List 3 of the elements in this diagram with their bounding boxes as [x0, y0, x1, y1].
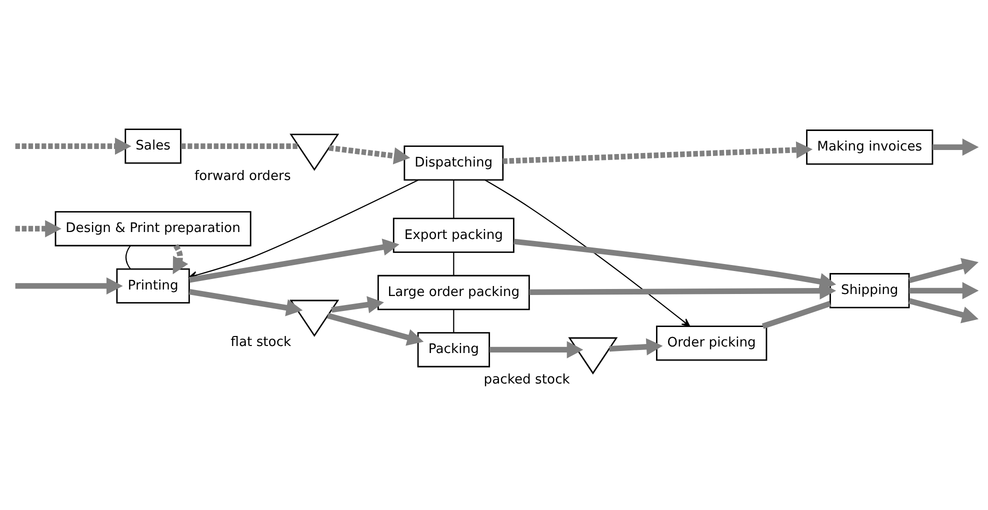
node-label: flat stock — [230, 335, 292, 350]
node-label: forward orders — [194, 169, 291, 184]
node-label: packed stock — [484, 372, 570, 388]
